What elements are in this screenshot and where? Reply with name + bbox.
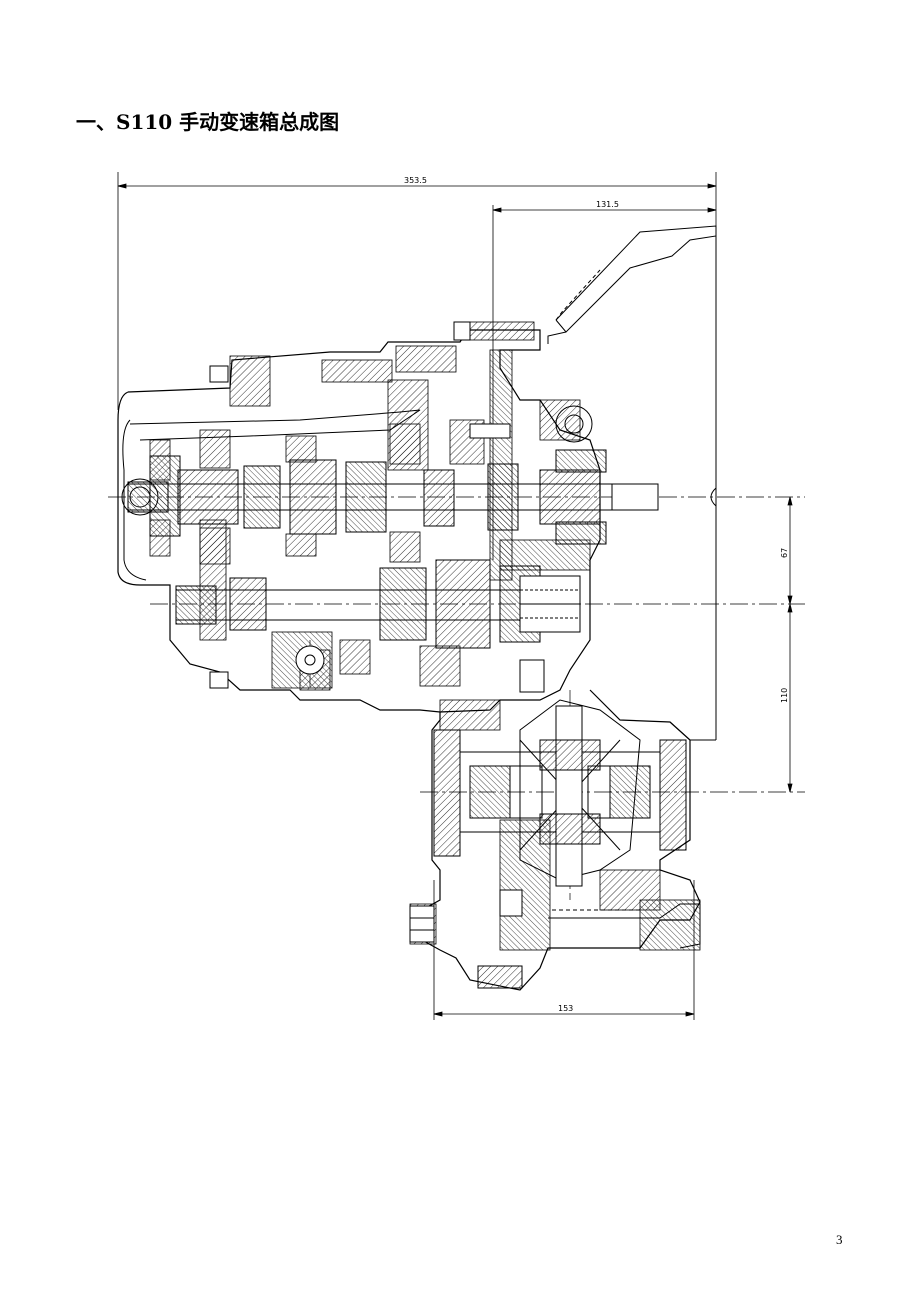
- release-bearing-assembly: [519, 405, 607, 633]
- lower-flange: [409, 903, 701, 989]
- page-number: 3: [836, 1232, 843, 1247]
- section-heading: 一、S110 手动变速箱总成图: [76, 110, 340, 134]
- clutch-cover: [121, 409, 421, 581]
- dim-shaft-spacing-upper-label: 67: [780, 548, 789, 558]
- housing-bolts: [209, 321, 545, 917]
- dimension-overall-length: [117, 172, 717, 410]
- dimension-shaft-spacing: [787, 496, 793, 793]
- dim-clutch-offset-label: 131.5: [596, 200, 619, 209]
- shift-bracket: [547, 225, 717, 741]
- dimension-clutch-offset: [492, 205, 717, 560]
- differential-assembly: [433, 699, 687, 887]
- input-shaft: [127, 459, 659, 535]
- dim-overall-length-label: 353.5: [404, 176, 427, 185]
- dim-diff-width-label: 153: [558, 1004, 573, 1013]
- dim-shaft-spacing-lower-label: 110: [780, 688, 789, 703]
